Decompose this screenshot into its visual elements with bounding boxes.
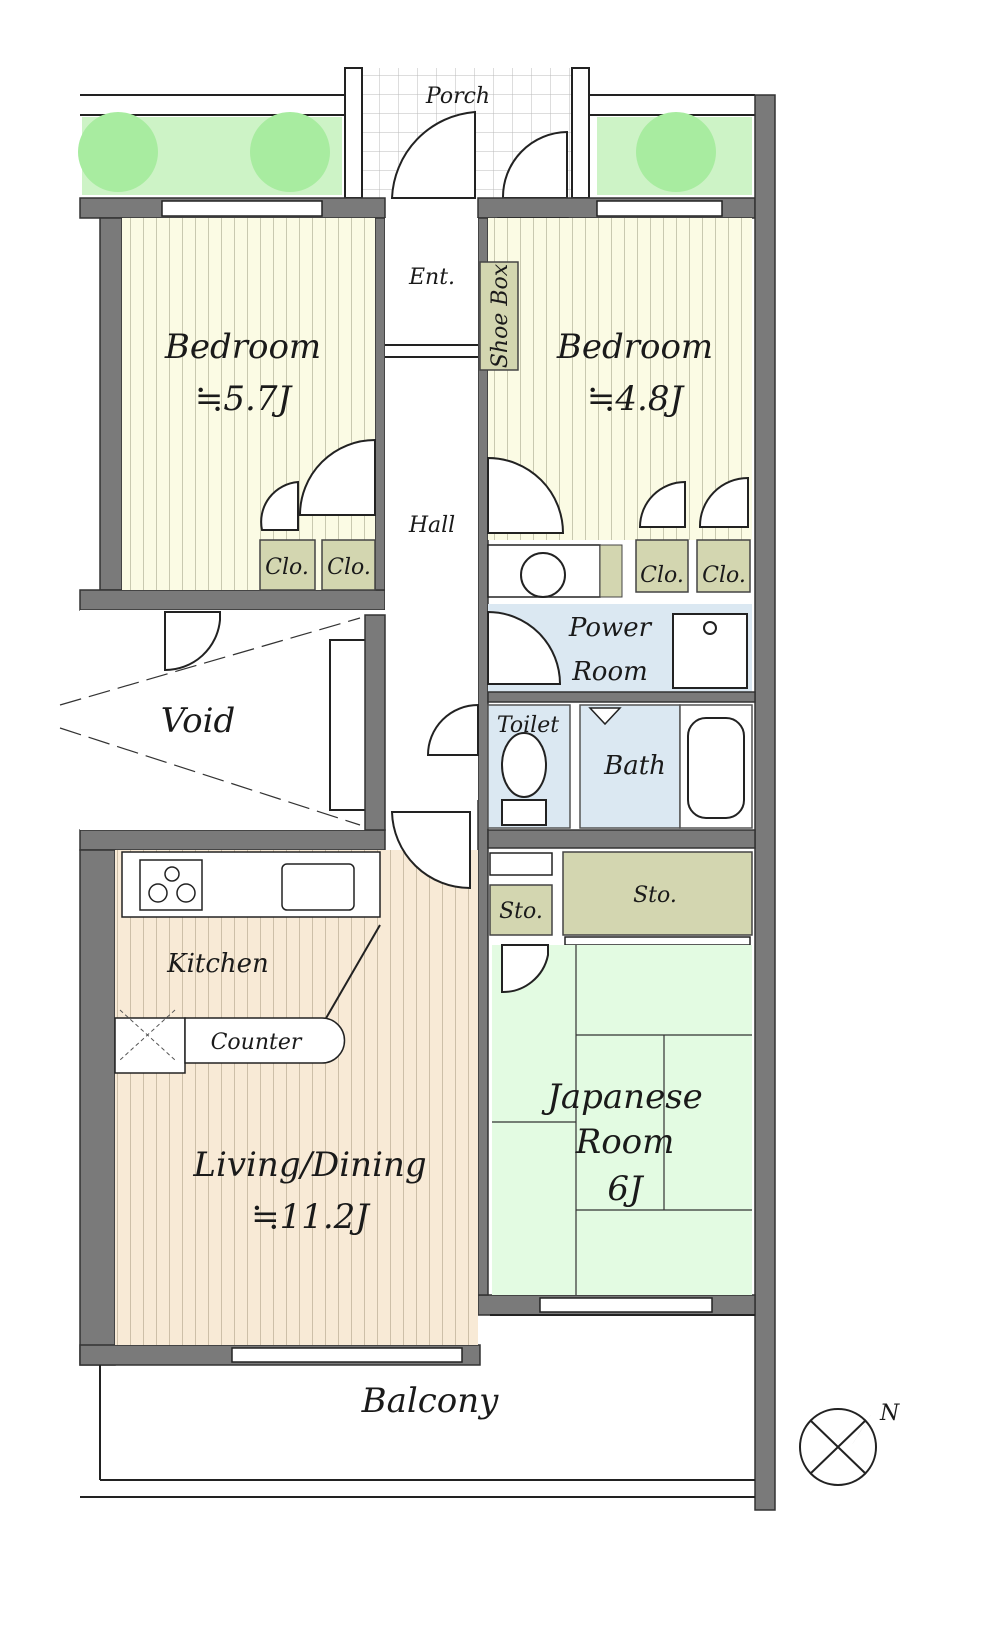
shoe-box-label: Shoe Box (488, 263, 513, 368)
balcony-label: Balcony (361, 1381, 500, 1421)
wall (79, 589, 386, 611)
planter-left (78, 94, 345, 195)
storage: Sto. Sto. (489, 851, 753, 946)
room-name: Bedroom (556, 327, 713, 367)
wall (754, 94, 776, 1511)
closet-label: Clo. (640, 563, 684, 588)
window (596, 200, 723, 217)
wall (79, 849, 116, 1366)
porch: Porch (344, 67, 590, 199)
kitchen-sink-icon (281, 863, 355, 911)
kitchen-label: Kitchen (166, 949, 269, 979)
wall (79, 829, 386, 851)
power-room: Power Room (487, 544, 756, 703)
power-room-label: Power (568, 613, 653, 643)
window (539, 1297, 713, 1313)
counter-label: Counter (211, 1030, 303, 1055)
shrub-icon (636, 112, 716, 192)
compass-north-label: N (879, 1401, 900, 1426)
room-name: Bedroom (164, 327, 321, 367)
room-name: Japanese (541, 1077, 703, 1117)
living-dining-kitchen: Counter Kitchen Living/Dining ≒11.2J (114, 811, 478, 1345)
hall-label: Hall (408, 513, 455, 538)
north-compass-icon: N (799, 1401, 900, 1486)
void-label: Void (161, 701, 236, 741)
shoe-box (479, 261, 519, 371)
room-size: ≒5.7J (195, 379, 294, 419)
bath-label: Bath (603, 751, 666, 781)
closet-label: Clo. (327, 555, 371, 580)
porch-label: Porch (425, 84, 490, 109)
room-size: ≒4.8J (587, 379, 686, 419)
storage-label: Sto. (633, 883, 677, 908)
storage-label: Sto. (499, 899, 543, 924)
closet-label: Clo. (702, 563, 746, 588)
window (161, 200, 323, 217)
wall (477, 217, 489, 1296)
room-size: 6J (607, 1169, 645, 1209)
bath: Bath (487, 704, 756, 849)
toilet-icon (501, 732, 547, 798)
washing-machine-icon (672, 613, 748, 689)
hall: Ent. Hall (385, 217, 569, 800)
shrub-icon (78, 112, 158, 192)
window (231, 1347, 463, 1363)
toilet-label: Toilet (497, 713, 559, 738)
sink-icon (520, 552, 566, 598)
stove-icon (139, 859, 203, 911)
bedroom-left: Clo. Clo. Bedroom ≒5.7J (122, 218, 376, 591)
closet-label: Clo. (265, 555, 309, 580)
japanese-room: Japanese Room 6J (492, 944, 752, 1295)
counter (184, 1017, 346, 1064)
wall (99, 217, 123, 591)
room-name: Living/Dining (192, 1145, 426, 1185)
balcony: Balcony (80, 1314, 755, 1498)
wall (374, 217, 386, 591)
power-room-label: Room (571, 657, 648, 687)
room-name: Room (575, 1122, 675, 1162)
bedroom-right: Shoe Box Clo. Clo. Bedroom ≒4.8J (479, 218, 752, 593)
bathtub-icon (687, 717, 745, 819)
toilet: Toilet (426, 703, 571, 829)
planter-right (590, 94, 755, 195)
entrance-label: Ent. (408, 265, 455, 290)
shrub-icon (250, 112, 330, 192)
room-size: ≒11.2J (251, 1197, 371, 1237)
void: Void (59, 610, 386, 831)
